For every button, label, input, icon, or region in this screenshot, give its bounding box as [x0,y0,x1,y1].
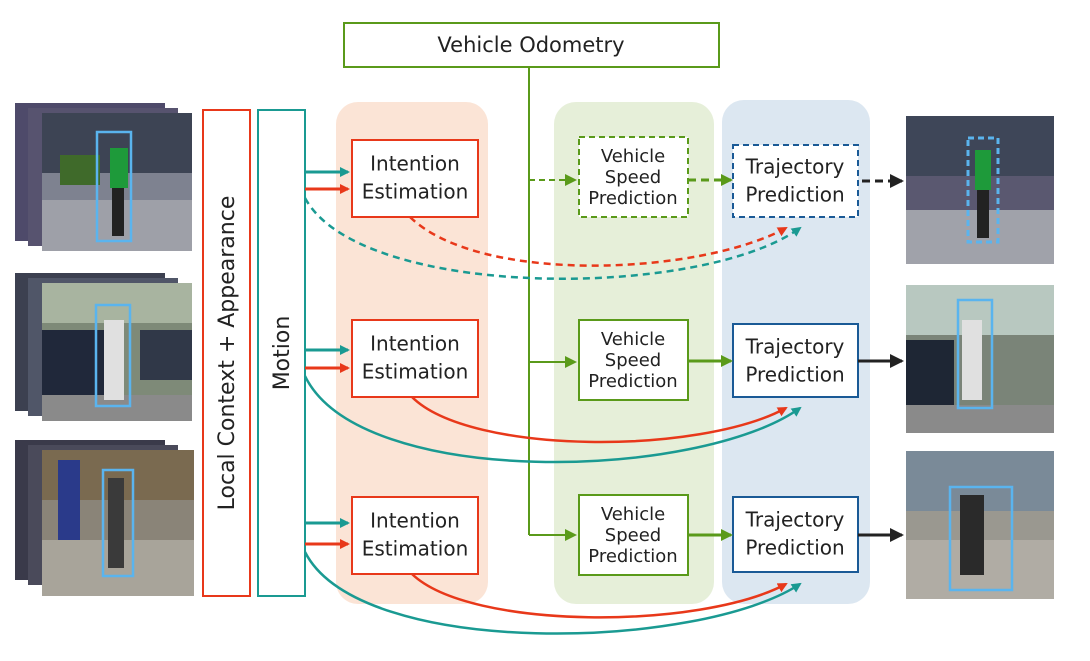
speed-line1: Vehicle [601,146,665,167]
speed-line1: Vehicle [601,504,665,525]
speed-line3: Prediction [588,188,677,209]
vehicle-odometry-label: Vehicle Odometry [437,33,624,57]
trajectory-line1: Trajectory [745,508,845,532]
speed-line2: Speed [605,525,661,546]
speed-line2: Speed [605,350,661,371]
intention-line1: Intention [370,509,460,533]
intention-line1: Intention [370,152,460,176]
intention-line1: Intention [370,332,460,356]
intention-to-trajectory-curve [411,396,788,444]
input-frames-3 [15,440,194,596]
trajectory-line2: Prediction [745,183,844,207]
intention-box [351,496,479,575]
speed-line2: Speed [605,167,661,188]
trajectory-box [732,323,859,398]
motion-bar [257,109,306,597]
motion-label: Motion [270,316,295,391]
motion-to-trajectory-curve [303,375,802,464]
intention-to-trajectory-curve [409,216,788,267]
intention-line2: Estimation [362,537,469,561]
intention-line2: Estimation [362,180,469,204]
intention-line2: Estimation [362,360,469,384]
row-3: Intention Estimation Vehicle Speed Predi… [303,494,904,635]
motion-to-trajectory-curve [303,197,802,280]
context-bar [202,109,251,597]
speed-box [578,136,689,218]
row-2: Intention Estimation Vehicle Speed Predi… [303,319,904,464]
vehicle-odometry-box [343,22,720,68]
speed-line3: Prediction [588,371,677,392]
trajectory-line1: Trajectory [745,155,845,179]
speed-line1: Vehicle [601,329,665,350]
trajectory-box [732,496,859,573]
intention-box [351,319,479,398]
motion-to-trajectory-curve [303,551,802,635]
intention-box [351,139,479,218]
output-frame-3 [906,451,1054,599]
output-frame-1 [906,116,1054,264]
trajectory-box [732,144,859,218]
trajectory-line1: Trajectory [745,335,845,359]
trajectory-line2: Prediction [745,536,844,560]
input-frames-2 [15,273,192,421]
odometry-connectors [528,67,577,541]
context-label: Local Context + Appearance [215,196,240,511]
row-1: Intention Estimation Vehicle Speed Predi… [303,136,904,280]
input-frames-1 [15,103,192,251]
output-frame-2 [906,285,1054,433]
speed-box [578,494,689,576]
intention-to-trajectory-curve [411,573,788,619]
speed-line3: Prediction [588,546,677,567]
trajectory-line2: Prediction [745,363,844,387]
